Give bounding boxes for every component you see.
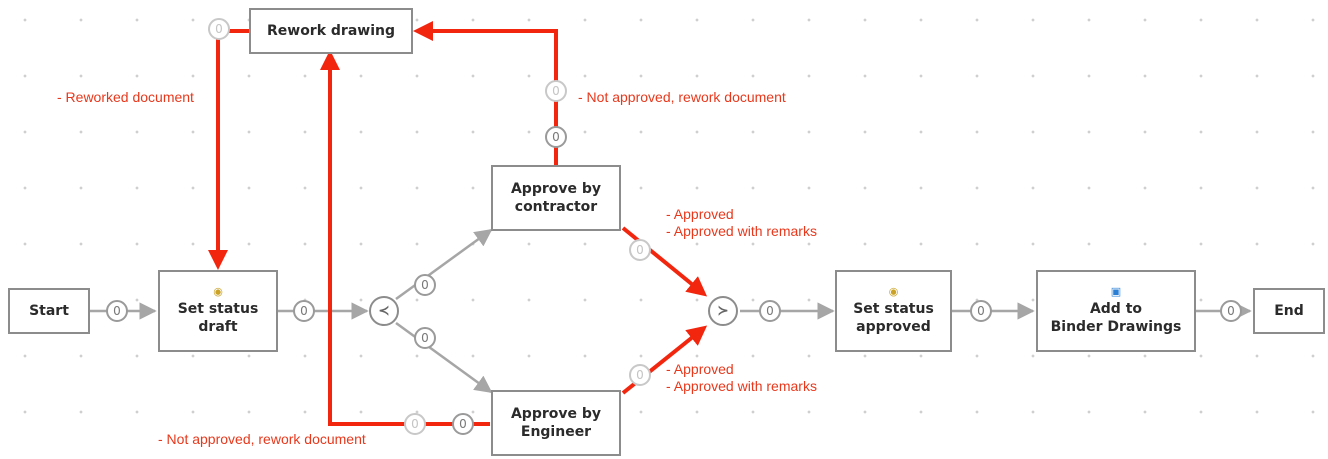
count-badge[interactable]: 0 [545, 80, 567, 102]
count-badge-value: 0 [421, 278, 429, 292]
annotation-line: - Approved with remarks [666, 223, 817, 239]
set-status-draft-label: Set status draft [177, 301, 259, 335]
annotation-line: - Approved with remarks [666, 378, 817, 394]
annotation-line: - Not approved, rework document [158, 431, 366, 447]
tag-icon: ◉ [888, 285, 899, 298]
count-badge[interactable]: 0 [414, 274, 436, 296]
set-status-approved-node[interactable]: ◉ Set status approved [835, 270, 952, 352]
count-badge[interactable]: 0 [759, 300, 781, 322]
red-path-rework-to-draft [208, 29, 249, 270]
annotation-line: - Reworked document [57, 89, 194, 105]
join-gateway-icon: ≻ [717, 303, 729, 319]
approve-engineer-node[interactable]: Approve by Engineer [491, 390, 621, 456]
count-badge[interactable]: 0 [208, 18, 230, 40]
set-status-approved-label: Set status approved [853, 301, 934, 335]
count-badge[interactable]: 0 [545, 126, 567, 148]
annotation-reworked-document: - Reworked document [57, 89, 194, 106]
count-badge-value: 0 [300, 304, 308, 318]
count-badge-value: 0 [411, 417, 419, 431]
red-path-engineer-to-rework [320, 50, 490, 426]
split-gateway-icon: ≺ [378, 303, 390, 319]
count-badge-value: 0 [459, 417, 467, 431]
count-badge[interactable]: 0 [404, 413, 426, 435]
approve-contractor-label: Approve by contractor [510, 181, 602, 215]
split-gateway[interactable]: ≺ [369, 296, 399, 326]
annotation-contractor-approved: - Approved - Approved with remarks [666, 206, 817, 240]
add-to-binder-label: Add to Binder Drawings [1050, 301, 1182, 335]
annotation-engineer-approved: - Approved - Approved with remarks [666, 361, 817, 395]
count-badge[interactable]: 0 [414, 327, 436, 349]
annotation-not-approved-top: - Not approved, rework document [578, 89, 786, 106]
count-badge-value: 0 [977, 304, 985, 318]
count-badge-value: 0 [1227, 304, 1235, 318]
count-badge[interactable]: 0 [1220, 300, 1242, 322]
count-badge-value: 0 [421, 331, 429, 345]
set-status-draft-node[interactable]: ◉ Set status draft [158, 270, 278, 352]
rework-drawing-label: Rework drawing [266, 23, 395, 39]
count-badge-value: 0 [636, 243, 644, 257]
count-badge[interactable]: 0 [452, 413, 474, 435]
start-label: Start [29, 303, 69, 319]
annotation-line: - Approved [666, 361, 734, 377]
rework-drawing-node[interactable]: Rework drawing [249, 8, 413, 54]
count-badge[interactable]: 0 [629, 239, 651, 261]
connector-split-engineer [395, 321, 493, 394]
count-badge-value: 0 [636, 368, 644, 382]
count-badge[interactable]: 0 [629, 364, 651, 386]
count-badge-value: 0 [552, 84, 560, 98]
count-badge-value: 0 [552, 130, 560, 144]
connector-split-contractor [395, 228, 493, 301]
add-to-binder-node[interactable]: ▣ Add to Binder Drawings [1036, 270, 1196, 352]
tag-icon: ◉ [213, 285, 223, 298]
count-badge-value: 0 [215, 22, 223, 36]
count-badge-value: 0 [766, 304, 774, 318]
approve-engineer-label: Approve by Engineer [510, 406, 602, 440]
count-badge[interactable]: 0 [293, 300, 315, 322]
annotation-not-approved-bottom: - Not approved, rework document [158, 431, 366, 448]
approve-contractor-node[interactable]: Approve by contractor [491, 165, 621, 231]
count-badge[interactable]: 0 [106, 300, 128, 322]
join-gateway[interactable]: ≻ [708, 296, 738, 326]
count-badge-value: 0 [113, 304, 121, 318]
end-node[interactable]: End [1253, 288, 1325, 334]
annotation-line: - Not approved, rework document [578, 89, 786, 105]
red-path-contractor-to-rework [413, 21, 558, 165]
start-node[interactable]: Start [8, 288, 90, 334]
end-label: End [1274, 303, 1304, 319]
count-badge[interactable]: 0 [970, 300, 992, 322]
annotation-line: - Approved [666, 206, 734, 222]
folder-icon: ▣ [1110, 285, 1122, 298]
